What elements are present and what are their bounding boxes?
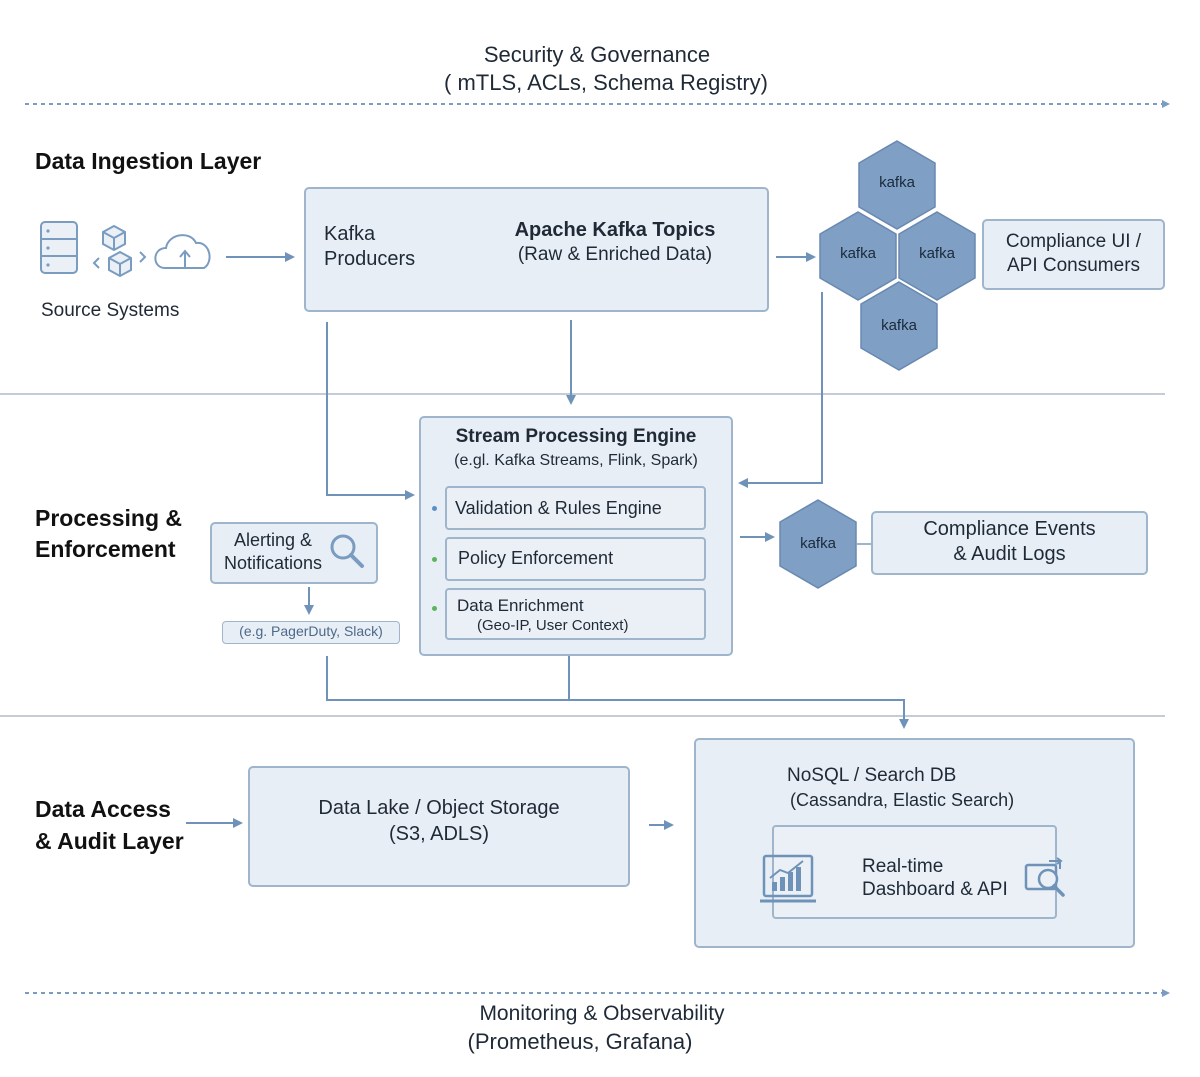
validation-bullet [432,506,437,511]
kafka-label-top: kafka [879,174,915,191]
search-icon [330,534,364,568]
kafka-hex-right [898,211,976,301]
events-label-1: Compliance Events [923,518,1096,540]
alerting-tools-label: (e.g. PagerDuty, Slack) [239,623,383,639]
compliance-events-box [871,511,1148,575]
layer-title-processing-2: Enforcement [35,536,176,562]
kafka-label-events: kafka [800,535,836,552]
connector-to-storage [326,656,909,729]
database-icon [40,221,78,274]
engine-subtitle: (e.gl. Kafka Streams, Flink, Spark) [454,452,698,469]
layer-title-access-2: & Audit Layer [35,828,184,854]
kafka-label-left: kafka [840,245,876,262]
monitoring-title: Monitoring & Observability [479,1002,725,1025]
nosql-label-1: NoSQL / Search DB [787,765,957,786]
security-title: Security & Governance [483,42,711,67]
alerting-label-2: Notifications [223,553,323,573]
chart-monitor-icon [760,854,816,903]
layer-title-access-1: Data Access [35,796,171,822]
layer-title-processing-1: Processing & [35,505,182,531]
producers-label-2: Producers [324,248,416,270]
arrow-producers-to-engine [326,322,415,500]
kafka-hex-events [779,499,857,589]
enrichment-item [445,588,706,640]
kafka-hex-cluster [779,140,976,589]
alerting-tools-box [222,621,400,644]
security-subtitle: ( mTLS, ACLs, Schema Registry) [444,70,768,95]
kafka-hex-bottom [860,281,938,371]
layer-title-ingestion: Data Ingestion Layer [35,148,262,174]
kafka-hex-left [819,211,897,301]
compliance-ui-box [982,219,1165,290]
kafka-label-bottom: kafka [881,317,917,334]
nosql-label-2: (Cassandra, Elastic Search) [790,790,1015,810]
validation-item [445,486,706,530]
kafka-topics-box [304,187,769,312]
alerting-box [210,522,378,584]
enrichment-sublabel: (Geo-IP, User Context) [477,617,629,634]
monitoring-subtitle: (Prometheus, Grafana) [467,1029,693,1054]
source-systems-label: Source Systems [41,300,180,321]
data-lake-label-1: Data Lake / Object Storage [318,797,560,819]
kafka-label-right: kafka [919,245,955,262]
dashboard-label-2: Dashboard & API [862,879,1008,900]
enrichment-label: Data Enrichment [457,596,584,615]
compliance-ui-label-1: Compliance UI / [1005,231,1142,252]
policy-item [445,537,706,581]
topics-title: Apache Kafka Topics [514,219,716,241]
validation-label: Validation & Rules Engine [455,498,662,518]
events-label-2: & Audit Logs [953,543,1066,565]
cubes-icon [92,224,147,278]
enrichment-bullet [432,606,437,611]
arrow-kafka-to-engine [738,292,823,488]
search-analytics-icon [1024,857,1065,897]
engine-title: Stream Processing Engine [455,426,697,447]
policy-label: Policy Enforcement [458,548,614,568]
policy-bullet [432,557,437,562]
kafka-hex-top [858,140,936,230]
producers-label-1: Kafka [324,223,376,245]
data-lake-label-2: (S3, ADLS) [388,823,490,845]
dashboard-box [772,825,1057,919]
alerting-label-1: Alerting & [233,530,313,550]
data-lake-box [248,766,630,887]
compliance-ui-label-2: API Consumers [1006,255,1141,276]
cloud-upload-icon [154,234,211,269]
dashboard-label-1: Real-time [862,856,944,877]
topics-subtitle: (Raw & Enriched Data) [517,244,713,265]
